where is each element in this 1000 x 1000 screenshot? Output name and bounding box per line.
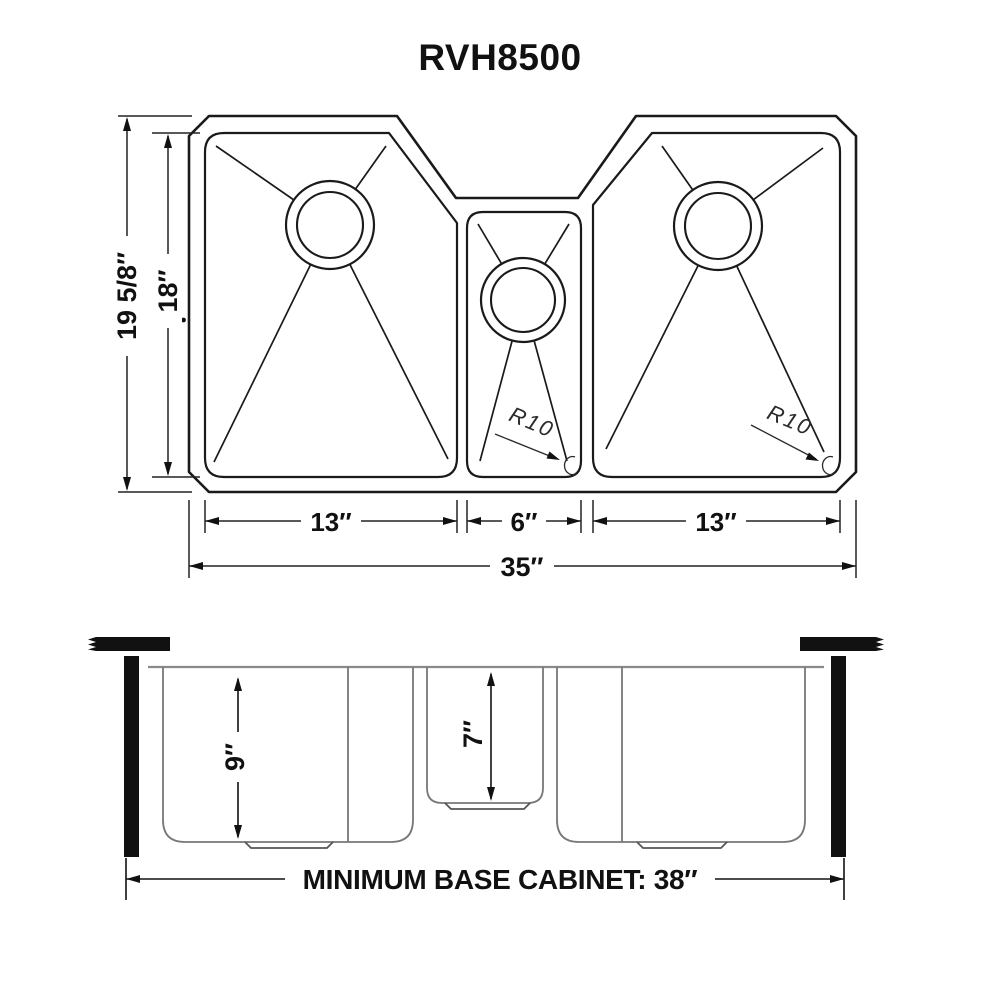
dim-left-width: 13″ — [205, 506, 457, 537]
right-width-label: 13″ — [695, 507, 736, 537]
left-width-label: 13″ — [310, 507, 351, 537]
middle-width-label: 6″ — [511, 507, 538, 537]
cabinet-wall-right — [831, 656, 846, 857]
left-drain-icon — [284, 179, 376, 271]
top-view-dimensions: 19 5/8″ 18″ — [111, 115, 857, 582]
left-bowl-outline — [203, 131, 459, 479]
middle-bowl-drain — [444, 802, 531, 810]
dim-left-depth: 9″ — [218, 677, 250, 839]
left-bowl-profile — [162, 667, 414, 843]
left-bowl-drain — [244, 841, 334, 849]
cabinet-wall-left — [124, 656, 139, 857]
extension-lines — [188, 500, 857, 578]
dim-base-cabinet: MINIMUM BASE CABINET: 38″ — [125, 858, 845, 900]
dim-bowl-height: 18″ — [152, 132, 200, 478]
base-cabinet-label: MINIMUM BASE CABINET: 38″ — [303, 864, 698, 895]
dim-overall-width: 35″ — [189, 551, 856, 582]
dim-middle-depth: 7″ — [458, 672, 495, 801]
countertop-right — [800, 637, 884, 651]
right-bowl-drain — [636, 841, 728, 849]
overall-width-label: 35″ — [501, 552, 544, 582]
bowl-height-label: 18″ — [153, 269, 183, 312]
middle-bowl-outline — [465, 210, 583, 479]
overall-height-label: 19 5/8″ — [112, 252, 142, 340]
left-depth-label: 9″ — [220, 743, 250, 771]
right-drain-icon — [672, 180, 764, 272]
middle-drain-icon — [479, 256, 567, 344]
middle-bowl-profile — [426, 667, 544, 804]
dim-middle-width: 6″ — [467, 506, 581, 537]
dim-right-width: 13″ — [593, 506, 840, 537]
top-view: R10 R10 — [187, 114, 858, 494]
middle-depth-label: 7″ — [458, 720, 488, 748]
side-view: 9″ 7″ MINIMUM BASE CABINET: 38″ — [88, 637, 884, 900]
model-title: RVH8500 — [418, 37, 581, 78]
countertop-left — [88, 637, 170, 651]
right-bowl-profile — [556, 667, 806, 843]
dim-overall-height: 19 5/8″ — [111, 115, 192, 493]
